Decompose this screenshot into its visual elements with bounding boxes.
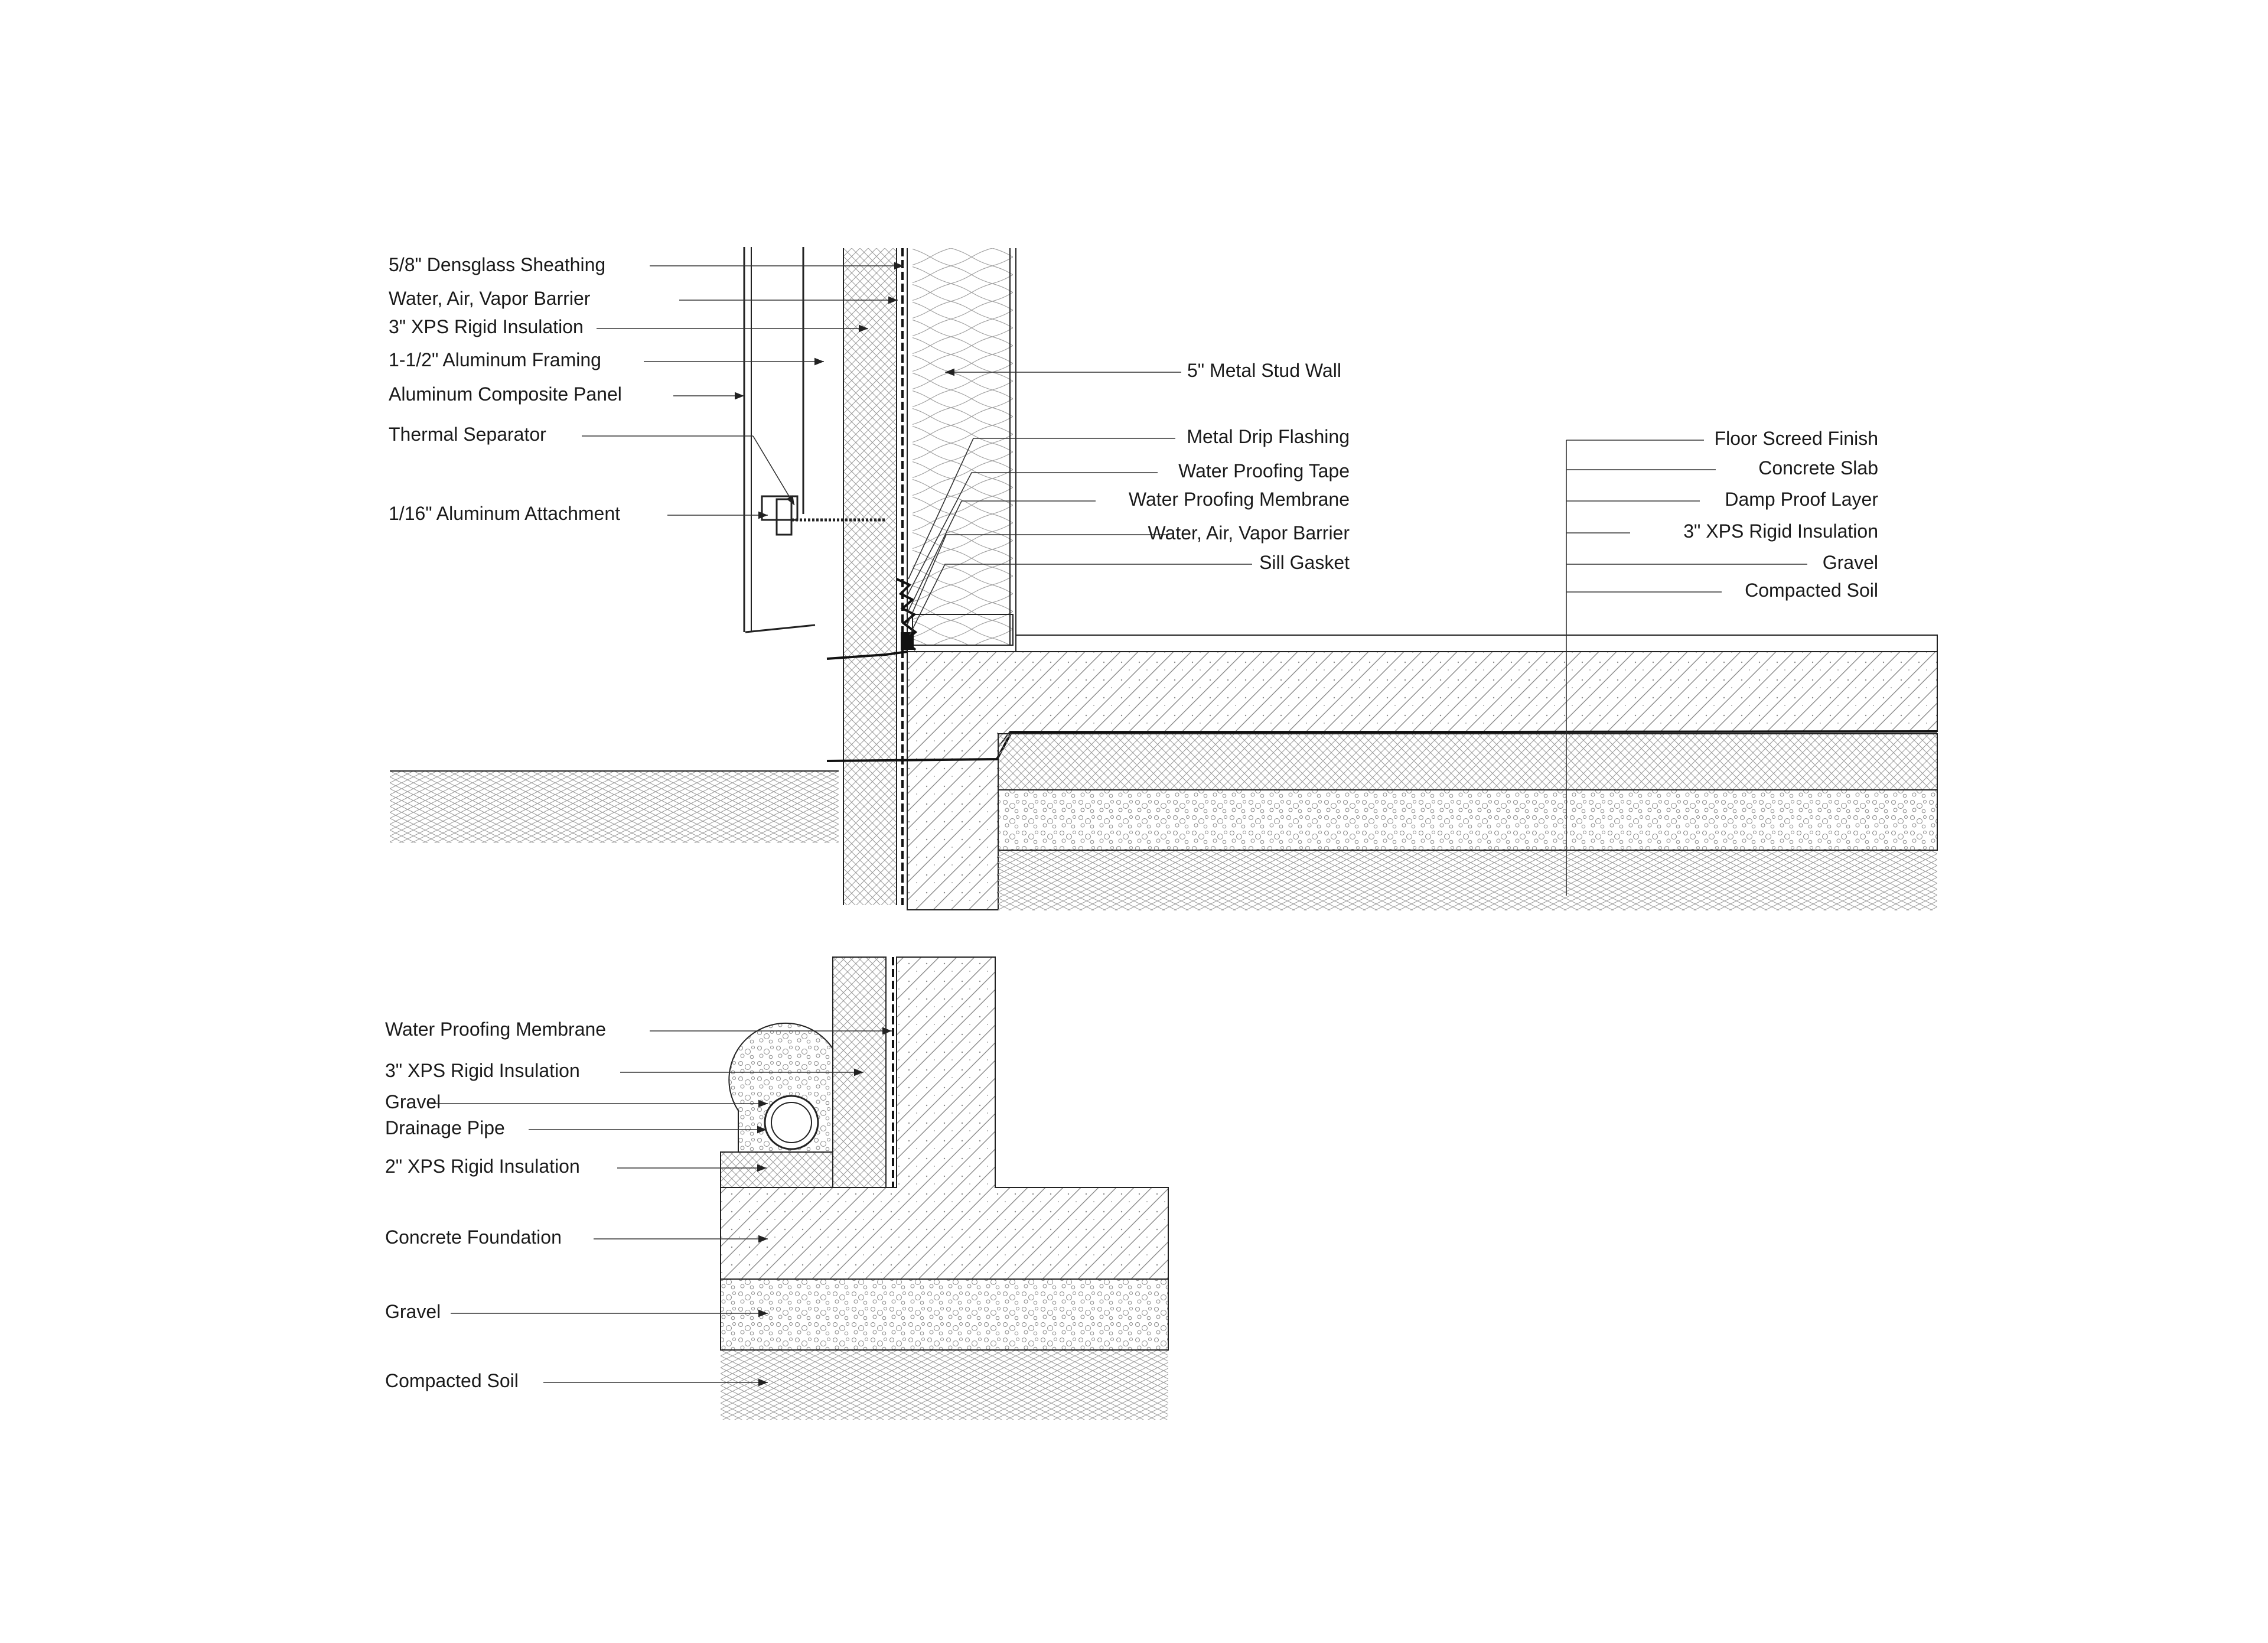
wall-labels: 5/8" Densglass Sheathing Water, Air, Vap… (389, 254, 622, 524)
sill-labels: 5" Metal Stud Wall Metal Drip Flashing W… (1129, 360, 1350, 573)
label-metal-stud-wall: 5" Metal Stud Wall (1187, 360, 1341, 381)
xps-insulation (843, 248, 897, 905)
label-foundation-gravel: Gravel (385, 1301, 441, 1322)
slab-labels: Floor Screed Finish Concrete Slab Damp P… (1683, 428, 1878, 601)
label-sill-gasket: Sill Gasket (1259, 552, 1350, 573)
leader-lines (431, 262, 1807, 1387)
label-damp-proof-layer: Damp Proof Layer (1725, 489, 1878, 510)
label-water-air-vapor-barrier: Water, Air, Vapor Barrier (389, 288, 591, 309)
foundation-labels: Water Proofing Membrane 3" XPS Rigid Ins… (385, 1019, 606, 1391)
grade-soil (390, 771, 839, 843)
label-2in-xps-insulation: 2" XPS Rigid Insulation (385, 1156, 580, 1177)
label-thermal-separator: Thermal Separator (389, 424, 546, 445)
drainage-pipe (764, 1095, 819, 1150)
label-water-proofing-tape: Water Proofing Tape (1178, 460, 1350, 481)
label-slab-gravel: Gravel (1823, 552, 1878, 573)
label-slab-xps-insulation: 3" XPS Rigid Insulation (1683, 520, 1878, 542)
label-aluminum-composite-panel: Aluminum Composite Panel (389, 383, 622, 405)
wall-slab-section (390, 247, 1938, 910)
label-water-proofing-membrane: Water Proofing Membrane (1129, 489, 1350, 510)
foundation-section (720, 956, 1169, 1420)
aluminum-attachment (761, 495, 799, 521)
label-drainage-pipe: Drainage Pipe (385, 1117, 505, 1138)
label-floor-screed-finish: Floor Screed Finish (1715, 428, 1878, 449)
label-foundation-gravel-pocket: Gravel (385, 1091, 441, 1112)
floor-screed (1015, 635, 1938, 652)
label-foundation-compacted-soil: Compacted Soil (385, 1370, 519, 1391)
label-xps-rigid-insulation: 3" XPS Rigid Insulation (389, 316, 584, 337)
label-concrete-foundation: Concrete Foundation (385, 1226, 562, 1248)
label-metal-drip-flashing: Metal Drip Flashing (1187, 426, 1350, 447)
label-aluminum-attachment: 1/16" Aluminum Attachment (389, 503, 620, 524)
label-densglass-sheathing: 5/8" Densglass Sheathing (389, 254, 605, 275)
label-concrete-slab: Concrete Slab (1758, 457, 1878, 479)
label-water-air-vapor-barrier-sill: Water, Air, Vapor Barrier (1148, 522, 1350, 544)
label-slab-compacted-soil: Compacted Soil (1745, 580, 1878, 601)
label-foundation-waterproofing: Water Proofing Membrane (385, 1019, 606, 1040)
label-aluminum-framing: 1-1/2" Aluminum Framing (389, 349, 601, 370)
label-foundation-xps: 3" XPS Rigid Insulation (385, 1060, 580, 1081)
metal-stud-wall (913, 248, 1013, 645)
